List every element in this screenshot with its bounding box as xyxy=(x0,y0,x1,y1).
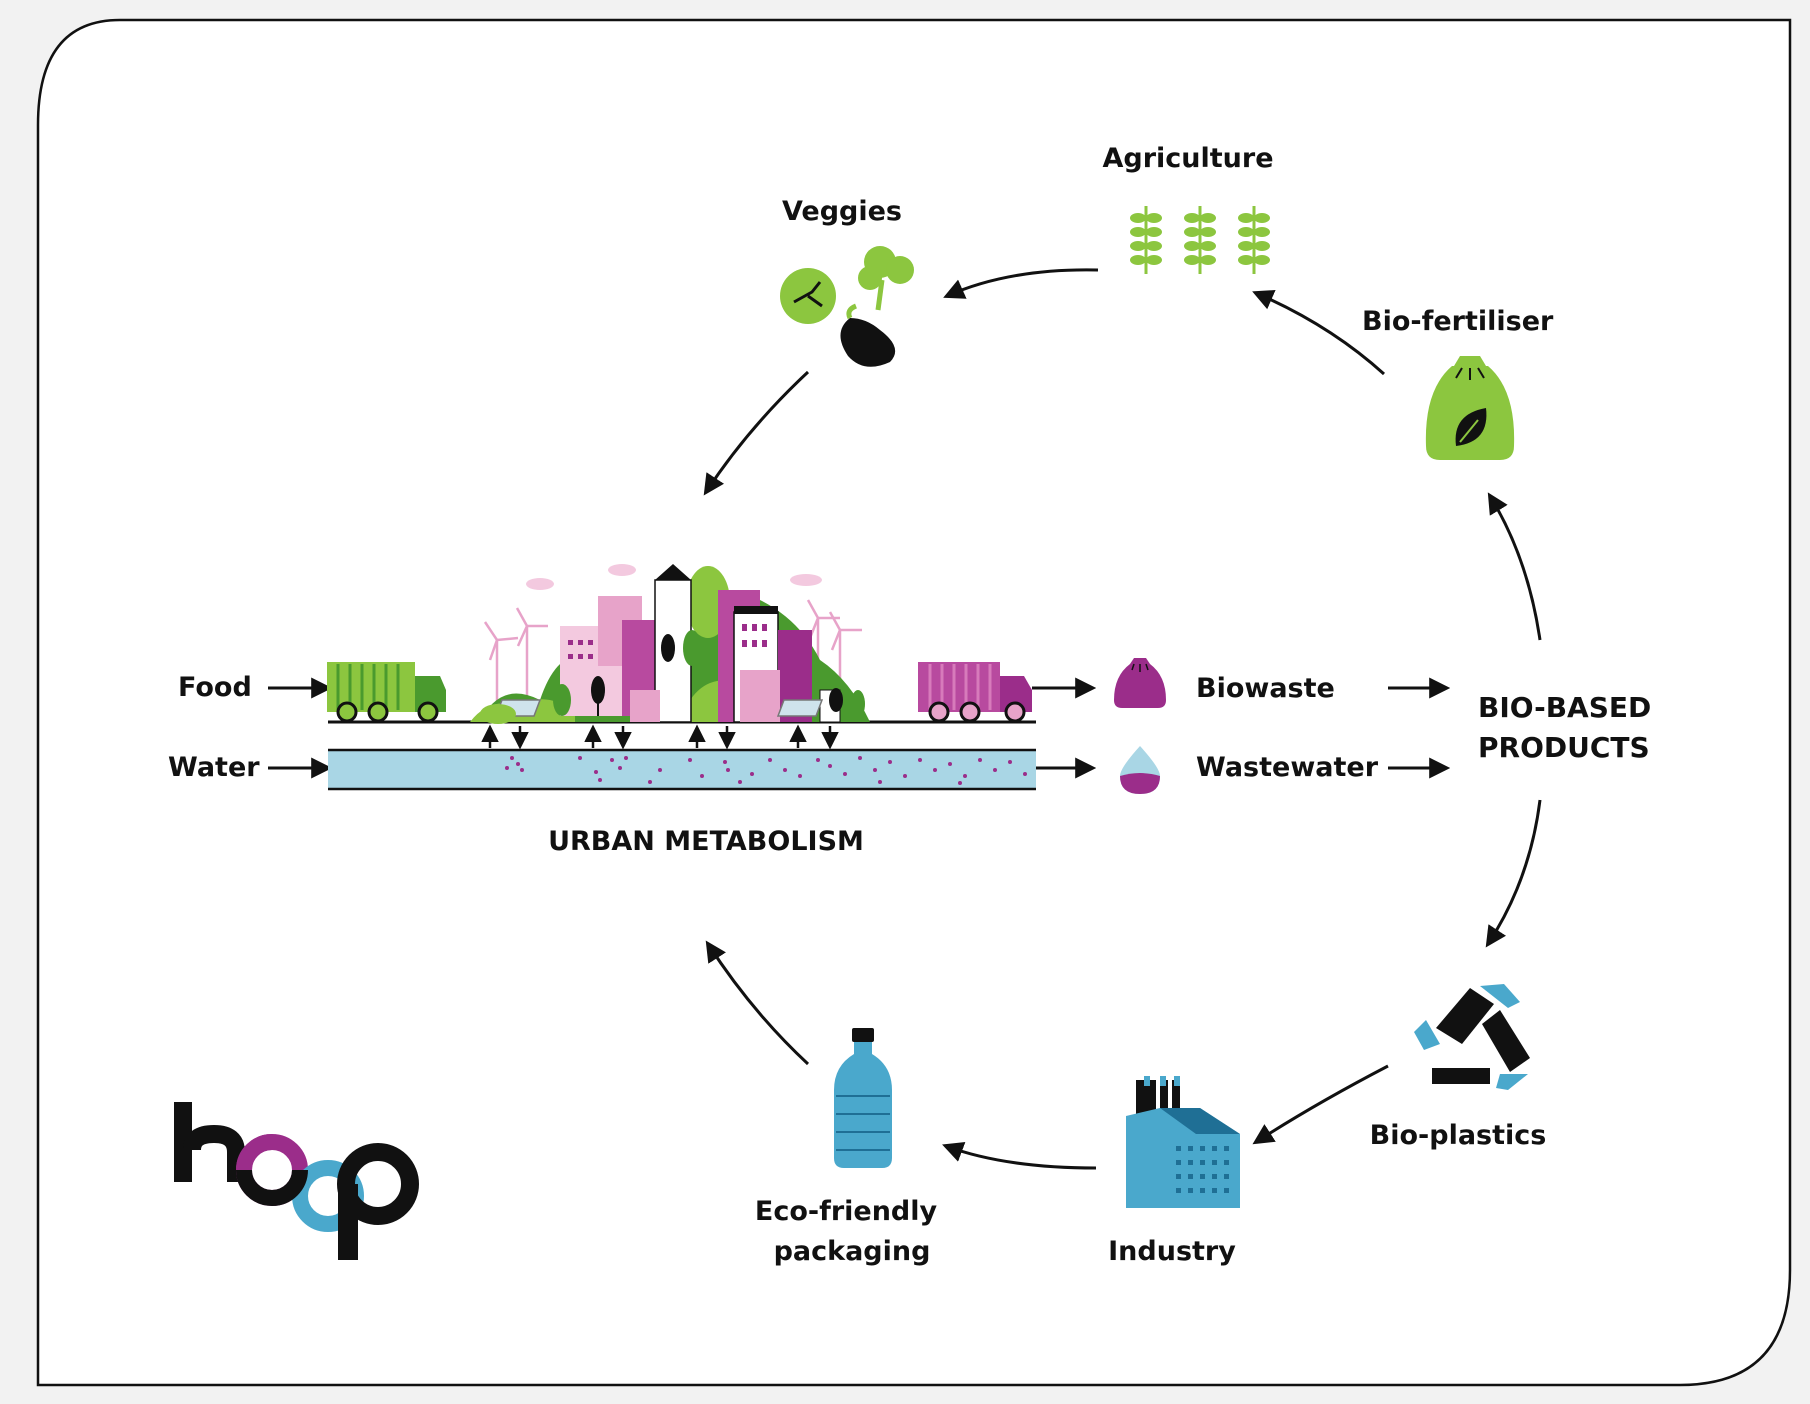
bio-plastics-label: Bio-plastics xyxy=(1369,1120,1547,1151)
cycle-arrows xyxy=(703,268,1542,1170)
biowaste-bag-icon xyxy=(1114,658,1166,708)
clouds xyxy=(526,564,822,590)
arrow-veggies-to-city xyxy=(703,370,810,496)
bottle-icon xyxy=(834,1028,892,1168)
food-label: Food xyxy=(178,672,252,703)
urban-metabolism-label: URBAN METABOLISM xyxy=(548,826,864,857)
agriculture-label: Agriculture xyxy=(1102,143,1274,174)
industry-label: Industry xyxy=(1108,1236,1236,1267)
eco-friendly-label-line2: packaging xyxy=(773,1236,931,1267)
arrow-packaging-to-city xyxy=(705,940,810,1066)
biowaste-label: Biowaste xyxy=(1196,673,1335,704)
arrow-fertiliser-to-agriculture xyxy=(1252,290,1386,376)
bio-fertiliser-label: Bio-fertiliser xyxy=(1362,306,1554,337)
purple-truck xyxy=(918,662,1032,723)
recycle-icon xyxy=(1414,984,1530,1090)
bio-based-products-label-line2: PRODUCTS xyxy=(1478,731,1650,764)
trees xyxy=(480,630,865,724)
city-illustration xyxy=(327,564,1036,791)
input-output-arrows xyxy=(268,677,1451,779)
fertiliser-bag-icon xyxy=(1425,356,1515,460)
hoop-logo xyxy=(174,1102,419,1260)
factory-icon xyxy=(1126,1076,1240,1208)
frame-border xyxy=(36,18,1792,1387)
water-channel xyxy=(328,750,1036,788)
green-truck xyxy=(327,662,446,723)
arrow-products-to-fertiliser xyxy=(1487,492,1542,641)
water-label: Water xyxy=(168,752,260,783)
wastewater-label: Wastewater xyxy=(1196,752,1379,783)
veggies-label: Veggies xyxy=(781,196,903,227)
arrow-industry-to-packaging xyxy=(942,1142,1097,1170)
arrow-agriculture-to-veggies xyxy=(943,268,1099,299)
veggies-icon xyxy=(780,246,914,367)
wastewater-particles xyxy=(505,756,1027,785)
exchange-arrows xyxy=(481,724,839,750)
wastewater-drop-icon xyxy=(1120,746,1160,794)
agriculture-wheat-icon xyxy=(1130,206,1270,274)
arrow-products-to-bioplastics xyxy=(1485,799,1542,948)
bio-based-products-label-line1: BIO-BASED xyxy=(1478,691,1652,724)
arrow-bioplastics-to-industry xyxy=(1252,1064,1389,1145)
eco-friendly-label-line1: Eco-friendly xyxy=(754,1196,938,1227)
